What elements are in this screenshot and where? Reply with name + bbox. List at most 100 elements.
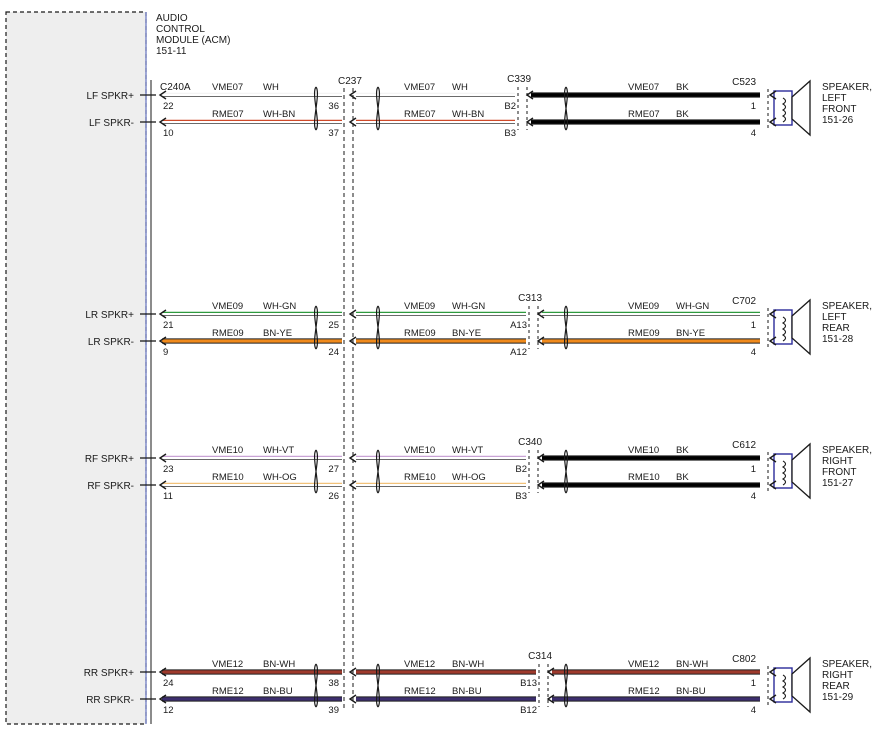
rf-wire-1-c1-pin: 26 bbox=[328, 491, 339, 502]
lr-wire-1-pin-label: LR SPKR- bbox=[88, 337, 134, 348]
lr-twist-3 bbox=[563, 305, 569, 350]
lr-wire-1-seg1-circuit: RME09 bbox=[212, 328, 244, 339]
lr-wire-1-c2-arrow bbox=[536, 336, 545, 346]
lr-speaker-icon bbox=[773, 298, 811, 356]
rr-speaker-text-4: 151-29 bbox=[822, 692, 854, 703]
lf-wire-0-seg1-circuit: VME07 bbox=[212, 82, 243, 93]
lf-wire-1-pin-label: LF SPKR- bbox=[89, 118, 134, 129]
rf-wire-0-spk-arrow bbox=[768, 453, 777, 463]
lf-spk-connector-label: C523 bbox=[732, 77, 756, 88]
lf-wire-1-seg1-color: WH-BN bbox=[263, 109, 295, 120]
lr-wire-0-c2-arrow bbox=[536, 309, 545, 319]
lf-wire-0-pin-label: LF SPKR+ bbox=[86, 91, 134, 102]
rr-wire-1-seg1-color: BN-BU bbox=[263, 686, 293, 697]
lf-wire-1-c1-pin: 37 bbox=[328, 128, 339, 139]
lr-speaker-text-1: SPEAKER, bbox=[822, 301, 872, 312]
rf-speaker-icon bbox=[773, 442, 811, 500]
lr-wire-1-seg2-circuit: RME09 bbox=[404, 328, 436, 339]
rf-speaker-icon-cone bbox=[791, 442, 811, 500]
lr-wire-0-acm-arrow bbox=[158, 309, 167, 319]
lr-twist-2 bbox=[375, 305, 381, 350]
lf-wire-1-seg3-color: BK bbox=[676, 109, 689, 120]
rr-wire-0-seg1-color: BN-WH bbox=[263, 659, 295, 670]
lf-c2-label: C339 bbox=[507, 74, 531, 85]
lr-c2-label: C313 bbox=[518, 293, 542, 304]
lf-wire-0-seg2-color: WH bbox=[452, 82, 468, 93]
lr-speaker-text-3: REAR bbox=[822, 323, 850, 334]
acm-title-line-1: AUDIO bbox=[156, 13, 188, 24]
rr-wire-0-acm-arrow bbox=[158, 667, 167, 677]
lf-wire-0-seg3-circuit: VME07 bbox=[628, 82, 659, 93]
lf-wire-0-seg2-circuit: VME07 bbox=[404, 82, 435, 93]
rr-wire-0-seg2-circuit: VME12 bbox=[404, 659, 435, 670]
rf-wire-1-seg3-color: BK bbox=[676, 472, 689, 483]
lf-wire-0-spk-arrow bbox=[768, 90, 777, 100]
rf-wire-1-c1-arrow bbox=[348, 480, 357, 490]
lf-speaker-icon-cone bbox=[791, 79, 811, 137]
rf-wire-1-pin-label: RF SPKR- bbox=[87, 481, 134, 492]
lf-speaker-text-3: FRONT bbox=[822, 104, 856, 115]
rf-spk-connector-label: C612 bbox=[732, 440, 756, 451]
rr-speaker-icon-magnet bbox=[773, 667, 793, 703]
rf-c2-label: C340 bbox=[518, 437, 542, 448]
rf-wire-1-seg2-color: WH-OG bbox=[452, 472, 486, 483]
lf-speaker-icon-magnet bbox=[773, 90, 793, 126]
lr-wire-0-seg2-circuit: VME09 bbox=[404, 301, 435, 312]
rf-wire-1-spk-pin: 4 bbox=[751, 491, 756, 502]
rf-wire-1-spk-arrow bbox=[768, 480, 777, 490]
rr-wire-0-seg3-color: BN-WH bbox=[676, 659, 708, 670]
lf-wire-1-seg2-color: WH-BN bbox=[452, 109, 484, 120]
rr-wire-0-spk-arrow bbox=[768, 667, 777, 677]
lf-speaker-icon bbox=[773, 79, 811, 137]
rr-wire-1-spk-pin: 4 bbox=[751, 705, 756, 716]
rf-twist-1 bbox=[313, 449, 319, 494]
rf-wire-0-seg2-circuit: VME10 bbox=[404, 445, 435, 456]
rr-wire-0-acm-pin: 24 bbox=[163, 678, 174, 689]
rf-wire-1-acm-pin: 11 bbox=[163, 491, 173, 502]
rr-wire-0-c2-pin: B13 bbox=[520, 678, 537, 689]
rr-wire-1-spk-arrow bbox=[768, 694, 777, 704]
lf-twist-1 bbox=[313, 86, 319, 131]
rr-twist-2 bbox=[375, 663, 381, 708]
lr-spk-connector-label: C702 bbox=[732, 296, 756, 307]
rr-wire-1-acm-pin: 12 bbox=[163, 705, 174, 716]
rr-twist-1 bbox=[313, 663, 319, 708]
rr-speaker-text-1: SPEAKER, bbox=[822, 659, 872, 670]
lf-wire-1-c2-arrow bbox=[525, 117, 534, 127]
rr-spk-connector-label: C802 bbox=[732, 654, 756, 665]
rr-twist-3 bbox=[563, 663, 569, 708]
lf-wire-1-spk-arrow bbox=[768, 117, 777, 127]
lr-wire-0-seg1-circuit: VME09 bbox=[212, 301, 243, 312]
lf-twist-2 bbox=[375, 86, 381, 131]
rr-wire-1-c1-pin: 39 bbox=[328, 705, 339, 716]
rr-speaker-text-3: REAR bbox=[822, 681, 850, 692]
rf-speaker-text-1: SPEAKER, bbox=[822, 445, 872, 456]
lf-wire-1-c2-pin: B3 bbox=[504, 128, 516, 139]
lr-wire-0-spk-arrow bbox=[768, 309, 777, 319]
acm-title-line-2: CONTROL bbox=[156, 24, 205, 35]
lf-wire-1-acm-arrow bbox=[158, 117, 167, 127]
rf-wire-0-seg1-color: WH-VT bbox=[263, 445, 294, 456]
lf-wire-0-seg3-color: BK bbox=[676, 82, 689, 93]
acm-module-box bbox=[5, 11, 147, 725]
lf-speaker-text-1: SPEAKER, bbox=[822, 82, 872, 93]
rf-wire-1-seg1-color: WH-OG bbox=[263, 472, 297, 483]
lr-wire-0-c1-pin: 25 bbox=[328, 320, 339, 331]
lr-wire-0-c2-pin: A13 bbox=[510, 320, 527, 331]
rr-wire-1-c1-arrow bbox=[348, 694, 357, 704]
lf-twist-3 bbox=[563, 86, 569, 131]
rf-wire-0-seg3-color: BK bbox=[676, 445, 689, 456]
lf-wire-0-c1-arrow bbox=[348, 90, 357, 100]
rf-wire-0-c1-pin: 27 bbox=[328, 464, 339, 475]
lr-wire-1-spk-arrow bbox=[768, 336, 777, 346]
rf-twist-3 bbox=[563, 449, 569, 494]
lr-wire-1-seg3-color: BN-YE bbox=[676, 328, 705, 339]
rr-wire-0-c1-pin: 38 bbox=[328, 678, 339, 689]
lr-wire-0-seg1-color: WH-GN bbox=[263, 301, 296, 312]
rf-wire-1-acm-arrow bbox=[158, 480, 167, 490]
lr-wire-0-pin-label: LR SPKR+ bbox=[85, 310, 134, 321]
rr-wire-0-pin-label: RR SPKR+ bbox=[84, 668, 134, 679]
lr-wire-1-seg3-circuit: RME09 bbox=[628, 328, 660, 339]
lf-wire-0-acm-arrow bbox=[158, 90, 167, 100]
